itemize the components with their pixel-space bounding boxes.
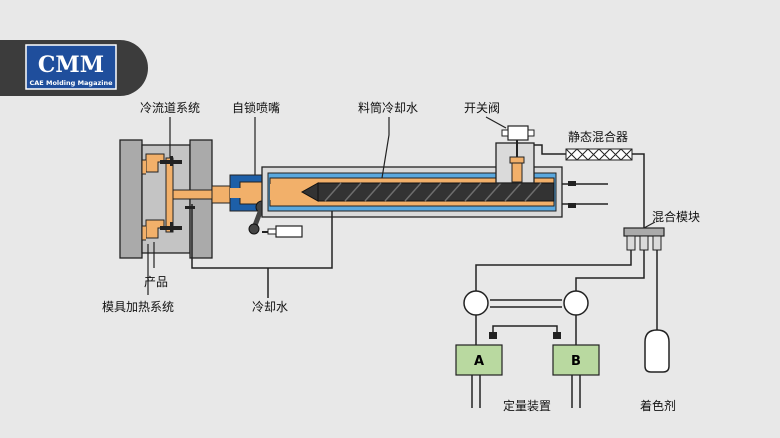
barrel-tip (270, 184, 310, 200)
pump-b-label: B (571, 354, 581, 369)
feed-pipes (475, 250, 658, 330)
label-self-lock-nozzle: 自锁喷嘴 (232, 100, 280, 115)
labels: 冷流道系统 自锁喷嘴 料筒冷却水 开关阀 静态混合器 混合模块 产品 模具加热系… (102, 100, 700, 413)
label-barrel-cooling-water: 料筒冷却水 (358, 100, 418, 115)
heater-post-upper (170, 156, 173, 166)
label-product: 产品 (144, 275, 168, 289)
logo-subtitle: CAE Molding Magazine (29, 79, 113, 87)
mold-heater-bar (185, 206, 195, 209)
pump-a-head (463, 290, 489, 316)
label-cooling-water: 冷却水 (252, 300, 288, 314)
pump-b: B (552, 290, 600, 408)
pump-a: A (455, 290, 503, 408)
valve-bottom (509, 156, 525, 164)
lock-end (248, 223, 260, 235)
screw-tip (300, 182, 319, 202)
colorant-container (644, 329, 670, 373)
heater-post-lower (170, 222, 173, 232)
pipe-mixer-to-module (632, 153, 645, 228)
label-mold-heating-system: 模具加热系统 (102, 300, 174, 314)
label-static-mixer: 静态混合器 (568, 129, 628, 144)
nozzle-inner (230, 188, 244, 198)
pump-crossover (492, 325, 558, 336)
colorant-bottle (644, 329, 670, 373)
actuator-piston (267, 228, 277, 235)
cooling-water-lines (191, 204, 333, 298)
mold-assembly (119, 139, 224, 259)
runner-vertical (165, 157, 174, 233)
mixing-module-block (623, 227, 665, 237)
switch-valve-left-port (501, 129, 509, 137)
leader-lines (147, 116, 656, 295)
label-cold-runner-system: 冷流道系统 (140, 101, 200, 115)
label-switch-valve: 开关阀 (464, 101, 500, 115)
nozzle-assembly (211, 174, 303, 238)
mixer-elements (565, 148, 633, 161)
mixing-inlet-2 (639, 235, 649, 251)
pump-a-label: A (474, 354, 484, 369)
lower-cavity-2 (141, 225, 146, 241)
mixing-inlet-1 (626, 235, 636, 251)
mixing-module (623, 153, 665, 251)
label-mixing-module: 混合模块 (652, 209, 700, 224)
mixing-inlet-3 (652, 235, 662, 251)
mold-left-plate (119, 139, 143, 259)
label-dosing-device: 定量装置 (503, 398, 551, 413)
pipe-mixer-to-feed (534, 144, 566, 155)
logo-banner: CMM CAE Molding Magazine (0, 40, 148, 96)
logo-title: CMM (38, 52, 104, 78)
feed-housing (495, 125, 535, 184)
pump-a-box (455, 344, 503, 376)
barrel-assembly (261, 166, 608, 218)
pump-b-box (552, 344, 600, 376)
seal-lower (568, 203, 576, 208)
switch-valve-body (507, 125, 529, 141)
logo-badge (25, 44, 117, 90)
switch-valve-right-port (527, 129, 535, 137)
screw-flights (324, 182, 542, 202)
actuator-body (275, 225, 303, 238)
label-colorant: 着色剂 (640, 398, 676, 413)
upper-cavity-2 (141, 159, 146, 175)
static-mixer (534, 144, 633, 161)
pump-b-head (563, 290, 589, 316)
